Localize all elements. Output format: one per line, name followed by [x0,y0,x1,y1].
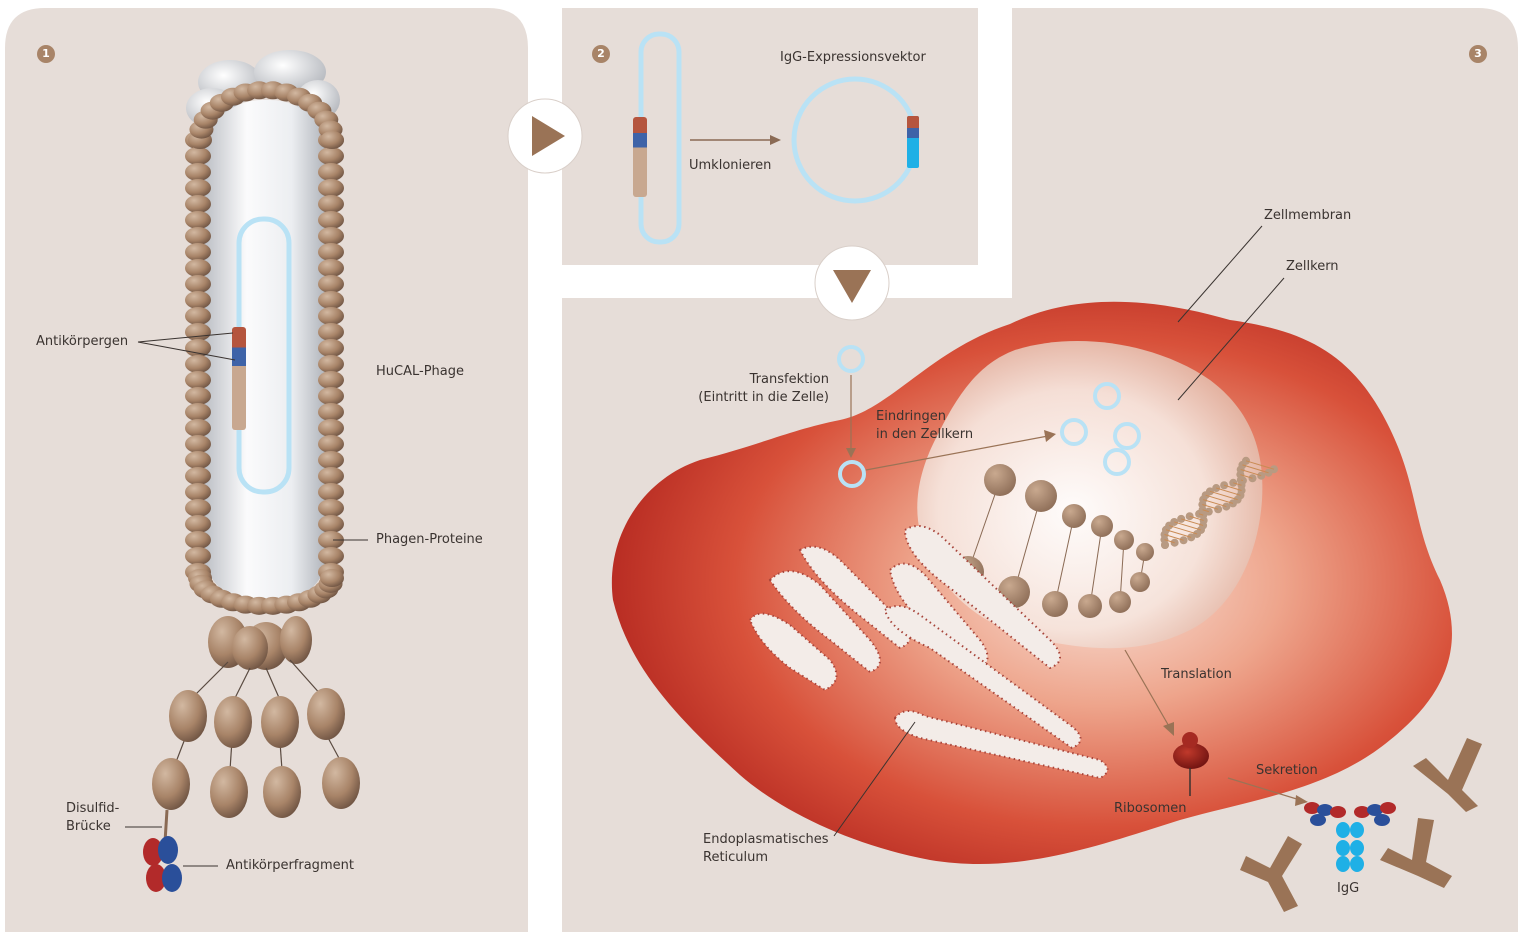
phage-protein-bead [320,569,344,587]
phage-protein-bead [185,195,211,213]
er-label-line2: Reticulum [703,849,768,867]
transfection-line1: Transfektion [680,371,829,389]
step-number-2: 2 [592,45,610,63]
antibody-gene-label: Antikörpergen [36,333,128,351]
phage-protein-bead [318,355,344,373]
nucleus-entry-line1: Eindringen [876,408,946,426]
phage-protein-bead [185,227,211,245]
fragment-label: Antikörperfragment [226,857,354,875]
phage-protein-bead [318,435,344,453]
ribosome-label: Ribosomen [1114,800,1186,818]
phage-protein-bead [185,275,211,293]
phage-protein-bead [318,371,344,389]
phage-protein-bead [318,195,344,213]
phage-protein-bead [185,419,211,437]
phage-protein-bead [185,387,211,405]
phage-protein-bead [318,499,344,517]
phage-protein-bead [318,467,344,485]
phage-protein-bead [318,291,344,309]
phage-protein-bead [318,339,344,357]
igg-label: IgG [1337,880,1359,898]
recloning-label: Umklonieren [689,157,771,175]
phage-protein-bead [318,275,344,293]
phage-protein-bead [185,499,211,517]
phage-protein-bead [318,387,344,405]
phage-protein-bead [185,515,211,533]
phage-protein-bead [185,179,211,197]
phage-protein-bead [318,259,344,277]
phage-protein-bead [185,291,211,309]
phage-protein-bead [185,531,211,549]
disulfide-label-line2: Brücke [66,818,111,836]
phage-protein-bead [318,515,344,533]
membrane-label: Zellmembran [1264,207,1351,225]
phage-protein-bead [318,243,344,261]
phage-protein-bead [318,227,344,245]
nucleus-label: Zellkern [1286,258,1339,276]
phage-protein-bead [185,467,211,485]
phage-protein-bead [318,163,344,181]
phage-protein-bead [185,483,211,501]
phage-protein-bead [185,435,211,453]
phage-protein-bead [318,323,344,341]
phage-protein-bead [185,243,211,261]
phage-protein-bead [318,211,344,229]
phage-protein-bead [318,147,344,165]
vector-label: IgG-Expressionsvektor [780,49,926,67]
phage-protein-bead [320,131,344,149]
transfection-line2: (Eintritt in die Zelle) [680,389,829,407]
phage-protein-bead [318,483,344,501]
phage-protein-bead [318,307,344,325]
phage-protein-bead [318,419,344,437]
phage-protein-bead [185,355,211,373]
phage-protein-bead [185,211,211,229]
phage-proteins-label: Phagen-Proteine [376,531,483,549]
phage-protein-bead [185,371,211,389]
phage-protein-bead [318,179,344,197]
step-number-3: 3 [1469,45,1487,63]
play-arrow-icon [508,99,582,173]
down-arrow-icon [815,246,889,320]
phage-protein-bead [185,451,211,469]
antibody-gene-bar [232,327,246,430]
phage-protein-bead [185,323,211,341]
phage-protein-bead [185,307,211,325]
phage-protein-bead [318,403,344,421]
phage-protein-bead [318,547,344,565]
phage-protein-bead [185,147,211,165]
er-label-line1: Endoplasmatisches [703,831,829,849]
phage-protein-bead [185,259,211,277]
phage-protein-bead [185,547,211,565]
dna-helix-rung [1241,480,1243,481]
phage-protein-bead [185,403,211,421]
phage-protein-bead [318,451,344,469]
step-number-1: 1 [37,45,55,63]
disulfide-label-line1: Disulfid- [66,800,119,818]
nucleus-entry-line2: in den Zellkern [876,426,973,444]
phage-protein-bead [185,163,211,181]
translation-label: Translation [1161,666,1232,684]
phage-label: HuCAL-Phage [376,363,464,381]
secretion-label: Sekretion [1256,762,1318,780]
